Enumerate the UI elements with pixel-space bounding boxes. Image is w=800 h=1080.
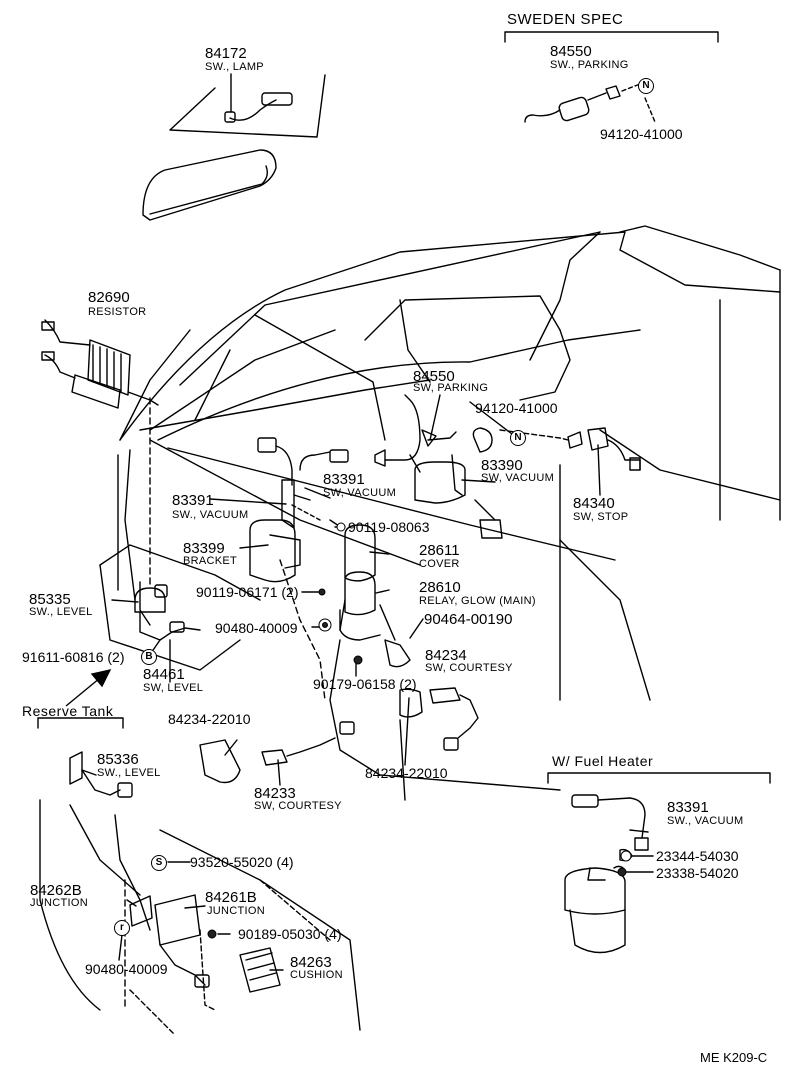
mirror-body [142,149,277,221]
part-28610-desc: RELAY, GLOW (MAIN) [419,595,536,607]
windshield-frame [119,231,626,441]
part-84263-number: 84263 [290,954,332,971]
part-83391-upper-number: 83391 [323,471,365,488]
fuel-heater-heading: W/ Fuel Heater [552,753,654,769]
reserve-tank-arrow [65,668,112,707]
sweden-spec-heading: SWEDEN SPEC [507,11,624,28]
part-84234-number: 84234 [425,647,467,664]
part-84340-number: 84340 [573,495,615,512]
resistor-body [87,339,131,396]
reserve-tank-bracket [37,717,124,729]
n-nut-badge-top: N [638,78,654,94]
part-83390-desc: SW, VACUUM [481,472,555,484]
part-84234-desc: SW, COURTESY [425,662,513,674]
part-94120-mid-number: 94120-41000 [475,400,558,416]
part-28610-number: 28610 [419,579,461,596]
part-83391-heater-desc: SW., VACUUM [667,815,744,827]
part-83391-upper-desc: SW, VACUUM [323,487,397,499]
part-82690-number: 82690 [88,289,130,306]
part-84550-mid-desc: SW, PARKING [413,382,489,394]
part-90119-06171-number: 90119-06171 (2) [196,584,299,600]
fuel-heater-bracket [547,772,771,784]
part-84262b-number: 84262B [30,882,82,899]
part-84550-top-desc: SW., PARKING [550,59,629,71]
r-grommet-badge: r [114,920,130,936]
part-90480-bottom-number: 90480-40009 [85,961,168,977]
part-84233-desc: SW, COURTESY [254,800,342,812]
part-84172-number: 84172 [205,45,247,62]
part-85336-desc: SW., LEVEL [97,767,161,779]
part-23344-number: 23344-54030 [656,848,739,864]
part-85336-number: 85336 [97,751,139,768]
part-84550-top-number: 84550 [550,43,592,60]
part-90480-mid-number: 90480-40009 [215,620,298,636]
part-23338-number: 23338-54020 [656,865,739,881]
part-84461-desc: SW, LEVEL [143,682,204,694]
part-83391-heater-number: 83391 [667,799,709,816]
part-83399-desc: BRACKET [183,555,238,567]
reserve-tank-heading: Reserve Tank [22,703,114,719]
b-bolt-badge: B [141,649,157,665]
part-90119-08063-number: 90119-08063 [348,519,430,535]
part-84261b-number: 84261B [205,889,257,906]
mirror-glass-outline [169,74,326,138]
part-84340-desc: SW, STOP [573,511,629,523]
part-84461-number: 84461 [143,666,185,683]
part-84234-22010-left-number: 84234-22010 [168,711,251,727]
diagram-code: ME K209-C [700,1050,768,1065]
part-28611-desc: COVER [419,558,460,570]
part-83391-left-number: 83391 [172,492,214,509]
part-28611-number: 28611 [419,542,460,559]
part-84263-desc: CUSHION [290,969,343,981]
part-91611-number: 91611-60816 (2) [22,649,125,665]
part-90189-number: 90189-05030 (4) [238,926,342,942]
n-nut-badge-mid: N [510,430,526,446]
part-85335-desc: SW., LEVEL [29,606,93,618]
part-84172-desc: SW., LAMP [205,61,264,73]
part-93520-number: 93520-55020 (4) [190,854,294,870]
part-84261b-desc: JUNCTION [207,905,266,917]
part-84550-mid-number: 84550 [413,368,455,385]
part-83390-number: 83390 [481,457,523,474]
part-83391-left-desc: SW., VACUUM [172,509,249,521]
part-84233-number: 84233 [254,785,296,802]
part-90179-number: 90179-06158 (2) [313,676,417,692]
sweden-spec-bracket [504,31,719,43]
part-82690-desc: RESISTOR [88,306,147,318]
part-84262b-desc: JUNCTION [30,897,89,909]
part-83399-number: 83399 [183,540,225,557]
part-90464-number: 90464-00190 [424,611,513,628]
part-84234-22010-right-number: 84234-22010 [365,765,448,781]
dash-top [139,379,431,431]
part-85335-number: 85335 [29,591,71,608]
s-screw-badge: S [151,855,167,871]
part-94120-top-number: 94120-41000 [600,126,683,142]
